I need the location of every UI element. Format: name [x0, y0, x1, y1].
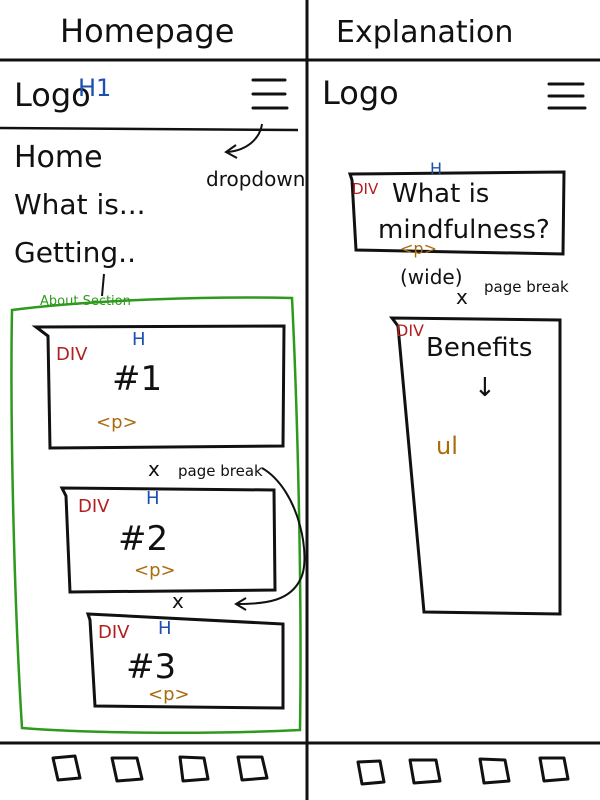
card-3-box [85, 612, 285, 710]
benefits-card-div-tag: DIV [396, 321, 424, 340]
about-section-label: About Section [40, 294, 131, 309]
card-3-number: #3 [126, 647, 176, 687]
right-break-x: x [456, 285, 468, 309]
break-x-2: x [172, 589, 184, 613]
question-card-p-tag: <p> [400, 239, 437, 258]
card-1-p-tag: <p> [96, 412, 138, 433]
benefits-card-box [388, 316, 562, 616]
card-1-h-tag: H [132, 329, 146, 350]
card-2-div-tag: DIV [78, 496, 110, 517]
about-section-tick [101, 273, 105, 297]
question-card-div-tag: DIV [352, 180, 379, 198]
card-2-number: #2 [118, 519, 168, 559]
card-2-h-tag: H [146, 488, 160, 509]
card-2-box [59, 486, 277, 594]
question-card-title-line2: mindfulness? [378, 215, 550, 245]
card-1-number: #1 [112, 359, 162, 399]
card-1-div-tag: DIV [56, 344, 88, 365]
wide-note: (wide) [400, 265, 463, 289]
question-card-title-line1: What is [392, 179, 489, 209]
benefits-card-title: Benefits [426, 333, 532, 363]
right-nav-icon-1[interactable] [356, 759, 386, 786]
left-page-break-label: page break [178, 462, 263, 480]
break-x-1: x [148, 457, 160, 481]
question-card-h-tag: H [430, 159, 442, 178]
logo-h1-tag: H1 [78, 74, 111, 102]
page-break-arrow [237, 467, 306, 605]
card-3-h-tag: H [158, 618, 172, 639]
nav-item-what-is[interactable]: What is... [14, 188, 146, 221]
right-page-break-label: page break [484, 278, 569, 296]
left-bottom-nav [51, 754, 269, 783]
right-nav-icon-2[interactable] [408, 758, 442, 785]
left-nav-icon-4[interactable] [236, 755, 269, 782]
right-nav-icon-3[interactable] [478, 757, 511, 785]
card-1-box [31, 324, 286, 450]
left-hamburger-icon[interactable] [251, 78, 289, 110]
right-hamburger-icon[interactable] [547, 82, 587, 110]
left-nav-icon-2[interactable] [110, 756, 144, 783]
nav-item-getting[interactable]: Getting.. [14, 236, 136, 269]
about-section-box [10, 296, 302, 735]
dropdown-arrow [227, 123, 263, 153]
homepage-heading: Homepage [60, 12, 234, 50]
header-underline [0, 126, 299, 132]
right-bottom-nav [356, 756, 570, 786]
right-logo: Logo [322, 74, 399, 112]
card-3-p-tag: <p> [148, 684, 190, 705]
card-3-div-tag: DIV [98, 622, 130, 643]
left-nav-icon-3[interactable] [178, 755, 210, 783]
question-card-box [347, 170, 566, 256]
dropdown-note: dropdown [206, 167, 305, 191]
right-nav-icon-4[interactable] [538, 756, 570, 783]
benefits-card-ul-tag: ul [436, 432, 458, 460]
page-break-arrowhead [234, 597, 247, 611]
card-2-p-tag: <p> [134, 560, 176, 581]
dropdown-arrowhead [224, 144, 238, 159]
benefits-card-arrow: ↓ [474, 373, 496, 403]
left-nav-icon-1[interactable] [51, 754, 82, 782]
left-logo: Logo [14, 76, 91, 114]
nav-item-home[interactable]: Home [14, 140, 103, 175]
explanation-heading: Explanation [336, 15, 513, 50]
